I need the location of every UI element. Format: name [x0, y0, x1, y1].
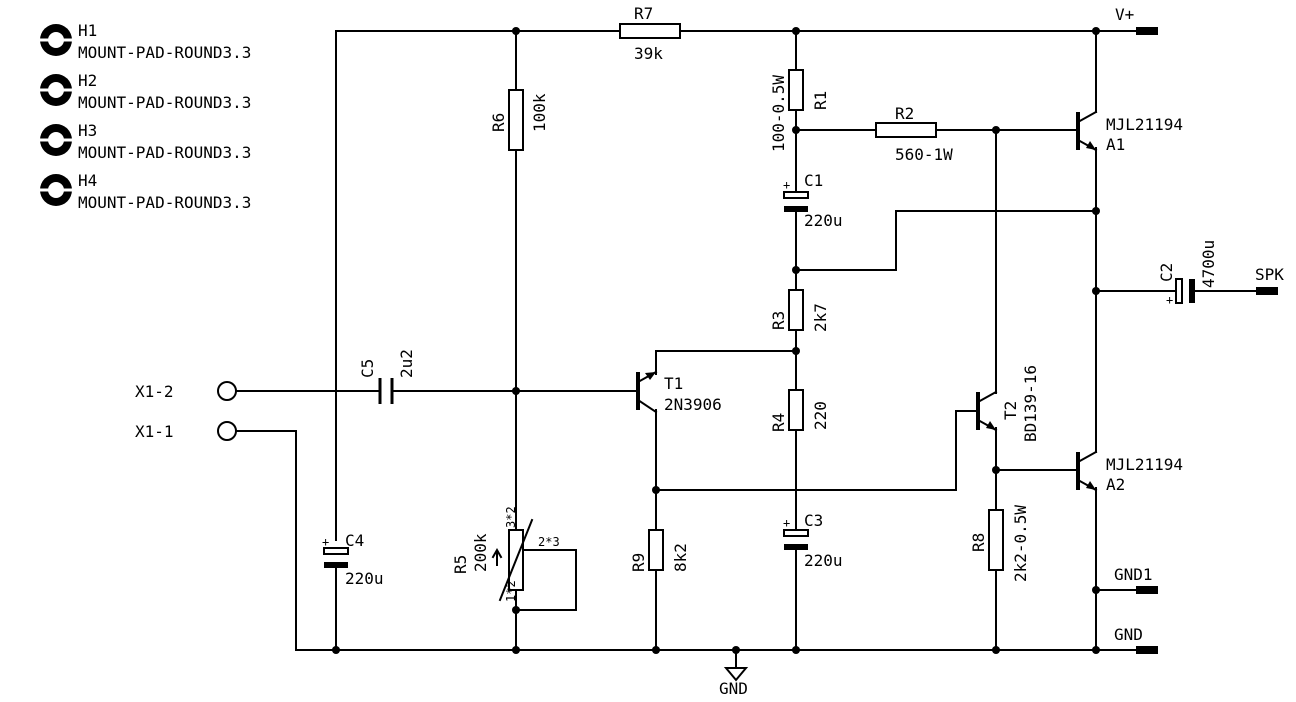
r1-value: 100-0.5W [769, 75, 788, 152]
capacitor-c1: + C1 220u [783, 171, 843, 230]
gnd1-label: GND1 [1114, 565, 1153, 584]
r5-pin-top: 3*2 [504, 506, 518, 528]
transistor-t2: T2 BD139-16 [976, 365, 1040, 442]
port-vplus: V+ [1115, 5, 1158, 35]
capacitor-c4: + C4 220u [322, 531, 384, 588]
r4-value: 220 [811, 401, 830, 430]
resistor-r8: R8 2k2-0.5W [969, 505, 1030, 582]
r5-pin-wiper: 2*3 [538, 535, 560, 549]
c4-value: 220u [345, 569, 384, 588]
c2-value: 4700u [1199, 240, 1218, 288]
c2-plus: + [1166, 293, 1173, 307]
c2-ref: C2 [1157, 263, 1176, 282]
h4-ref: H4 [78, 171, 97, 190]
h3-ref: H3 [78, 121, 97, 140]
r7-value: 39k [634, 44, 663, 63]
resistor-r6: R6 100k [489, 89, 549, 151]
t1-ref: T1 [664, 374, 683, 393]
r1-ref: R1 [811, 91, 830, 110]
capacitor-c5: C5 2u2 [358, 349, 416, 404]
a1-ref: A1 [1106, 135, 1125, 154]
resistor-r2: R2 560-1W [875, 104, 953, 164]
r6-value: 100k [530, 93, 549, 132]
h3-value: MOUNT-PAD-ROUND3.3 [78, 143, 251, 162]
c5-value: 2u2 [397, 349, 416, 378]
junctions [332, 27, 1100, 654]
r2-ref: R2 [895, 104, 914, 123]
mounting-hole-h4: H4 MOUNT-PAD-ROUND3.3 [36, 171, 251, 212]
t2-emitter-arrow [986, 421, 996, 430]
port-gnd: GND [1114, 625, 1158, 654]
c3-plus: + [783, 516, 790, 530]
c3-value: 220u [804, 551, 843, 570]
r2-value: 560-1W [895, 145, 953, 164]
resistor-r1: R1 100-0.5W [769, 69, 830, 152]
a2-value: MJL21194 [1106, 455, 1183, 474]
resistor-r3: R3 2k7 [769, 289, 830, 332]
r8-ref: R8 [969, 533, 988, 552]
r7-ref: R7 [634, 4, 653, 23]
r5-ref: R5 [451, 555, 470, 574]
resistor-r7: R7 39k [619, 4, 681, 63]
r4-ref: R4 [769, 413, 788, 432]
r9-value: 8k2 [671, 543, 690, 572]
r8-value: 2k2-0.5W [1011, 505, 1030, 582]
t1-value: 2N3906 [664, 395, 722, 414]
connector-x1-1: X1-1 [135, 421, 237, 441]
h1-value: MOUNT-PAD-ROUND3.3 [78, 43, 251, 62]
t2-ref: T2 [1001, 401, 1020, 420]
port-spk: SPK [1255, 265, 1284, 295]
a2-ref: A2 [1106, 475, 1125, 494]
x1-1-label: X1-1 [135, 422, 174, 441]
transistor-t1: T1 2N3906 [636, 370, 722, 414]
resistor-r4: R4 220 [769, 389, 830, 432]
r5-value: 200k [471, 533, 490, 572]
transistor-a2: MJL21194 A2 [1076, 450, 1183, 494]
c3-ref: C3 [804, 511, 823, 530]
gnd-label: GND [1114, 625, 1143, 644]
mounting-hole-h1: H1 MOUNT-PAD-ROUND3.3 [36, 21, 251, 62]
gnd-symbol-label: GND [719, 679, 748, 698]
a1-emitter-arrow [1086, 141, 1096, 150]
connector-x1-2: X1-2 [135, 381, 237, 401]
c1-plus: + [783, 178, 790, 192]
c1-value: 220u [804, 211, 843, 230]
r9-ref: R9 [629, 553, 648, 572]
potentiometer-r5: R5 200k 3*2 1*2 2*3 [451, 506, 560, 602]
c4-plus: + [322, 535, 329, 549]
transistor-a1: MJL21194 A1 [1076, 110, 1183, 154]
mounting-hole-h2: H2 MOUNT-PAD-ROUND3.3 [36, 71, 251, 112]
c4-ref: C4 [345, 531, 364, 550]
gnd-symbol: GND [719, 667, 749, 698]
r6-ref: R6 [489, 113, 508, 132]
r3-ref: R3 [769, 311, 788, 330]
r3-value: 2k7 [811, 303, 830, 332]
capacitor-c3: + C3 220u [783, 511, 843, 570]
port-gnd1: GND1 [1114, 565, 1158, 594]
h1-ref: H1 [78, 21, 97, 40]
capacitor-c2: + C2 4700u [1157, 240, 1218, 307]
spk-label: SPK [1255, 265, 1284, 284]
vplus-label: V+ [1115, 5, 1134, 24]
c5-ref: C5 [358, 359, 377, 378]
a2-emitter-arrow [1086, 481, 1096, 490]
h2-ref: H2 [78, 71, 97, 90]
a1-value: MJL21194 [1106, 115, 1183, 134]
r5-pin-bottom: 1*2 [504, 580, 518, 602]
h4-value: MOUNT-PAD-ROUND3.3 [78, 193, 251, 212]
x1-2-label: X1-2 [135, 382, 174, 401]
mounting-hole-h3: H3 MOUNT-PAD-ROUND3.3 [36, 121, 251, 162]
t1-emitter-arrow [645, 372, 656, 380]
resistor-r9: R9 8k2 [629, 529, 690, 572]
c1-ref: C1 [804, 171, 823, 190]
t2-value: BD139-16 [1021, 365, 1040, 442]
h2-value: MOUNT-PAD-ROUND3.3 [78, 93, 251, 112]
wires [235, 30, 1257, 669]
